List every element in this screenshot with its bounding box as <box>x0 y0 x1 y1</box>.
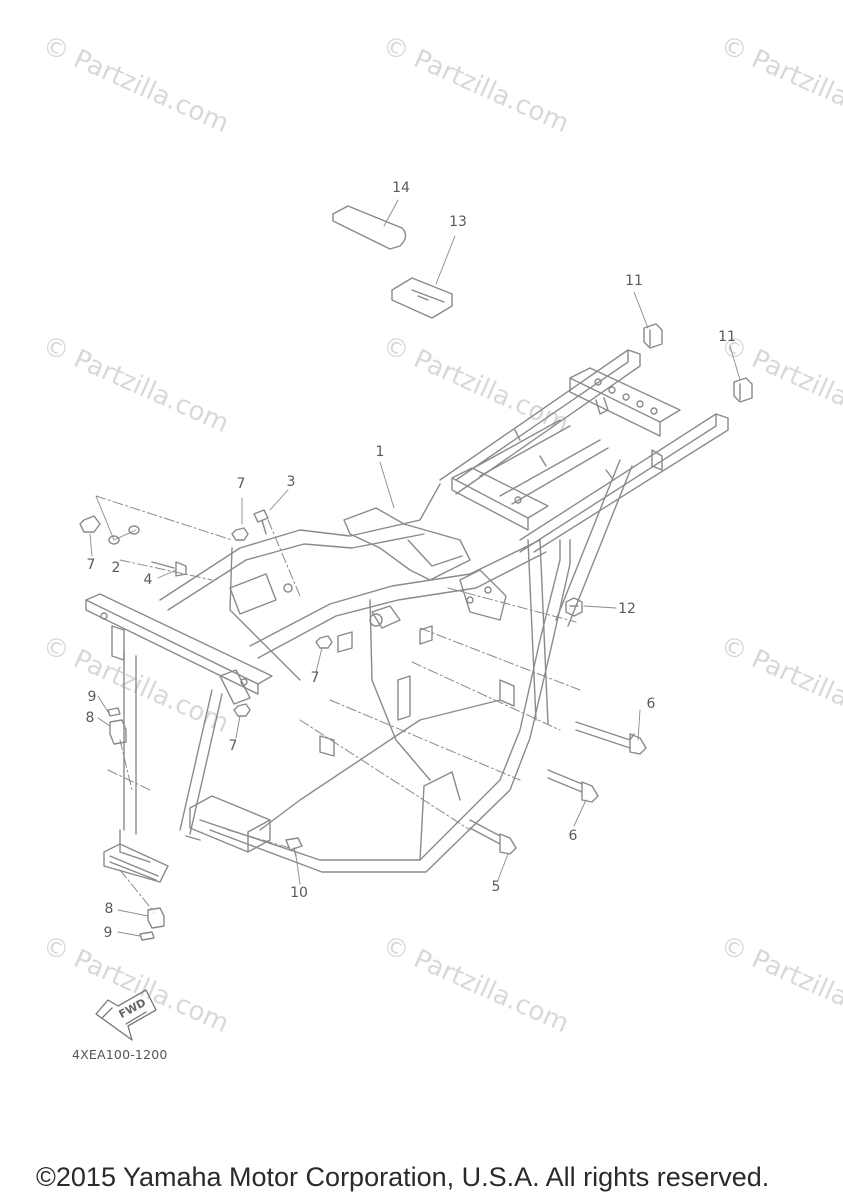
frame-side-loop-left <box>229 547 301 681</box>
part-6-bolt <box>575 721 647 755</box>
callout-6[interactable]: 6 <box>568 828 578 844</box>
frame-top-tube-left <box>159 483 441 601</box>
diagram-code: 4XEA100-1200 <box>72 1047 168 1062</box>
part-2-washer <box>108 535 120 545</box>
part-6-bolt <box>547 769 599 803</box>
frame-rear-rail-left <box>439 349 641 495</box>
part-2-washer <box>128 525 140 535</box>
callout-3[interactable]: 3 <box>286 474 296 490</box>
callout-12[interactable]: 12 <box>618 601 636 617</box>
frame-engine-mount <box>189 795 271 853</box>
part-9-washer <box>107 707 121 717</box>
callout-8[interactable]: 8 <box>104 901 114 917</box>
frame-lower-rail <box>199 539 561 861</box>
frame-rear-crossmember <box>569 367 681 437</box>
frame-rear-upright <box>527 539 549 725</box>
part-10-bolt <box>285 837 303 857</box>
callout-10[interactable]: 10 <box>290 885 308 901</box>
callout-1[interactable]: 1 <box>375 444 385 460</box>
callout-11[interactable]: 11 <box>625 273 643 289</box>
frame-top-tube-right <box>249 539 541 647</box>
callout-9[interactable]: 9 <box>103 925 113 941</box>
part-7-nut <box>233 703 251 717</box>
callout-7[interactable]: 7 <box>86 557 96 573</box>
frame-front-downtube-right <box>179 689 223 835</box>
copyright-notice: ©2015 Yamaha Motor Corporation, U.S.A. A… <box>36 1162 770 1192</box>
frame-seat-bracket <box>343 507 471 581</box>
part-3-bolt <box>253 509 269 535</box>
part-11-cap <box>733 377 753 403</box>
part-7-nut <box>315 635 333 649</box>
part-7-nut <box>79 515 101 533</box>
part-8-damper <box>147 907 165 929</box>
callout-5[interactable]: 5 <box>491 879 501 895</box>
frame-front-crossmember <box>85 593 273 695</box>
part-11-cap <box>643 323 663 349</box>
fwd-arrow-icon <box>95 989 157 1041</box>
callout-13[interactable]: 13 <box>449 214 467 230</box>
callout-4[interactable]: 4 <box>143 572 153 588</box>
callout-2[interactable]: 2 <box>111 560 121 576</box>
callout-7[interactable]: 7 <box>310 670 320 686</box>
part-9-washer <box>139 931 155 941</box>
part-14-plate <box>332 205 407 250</box>
callout-14[interactable]: 14 <box>392 180 410 196</box>
part-4-bolt <box>151 561 187 577</box>
frame-mid-crossmember <box>451 467 549 531</box>
frame-rear-rail-right <box>519 413 729 553</box>
part-8-damper <box>109 719 127 745</box>
part-7-nut <box>231 527 249 541</box>
callout-11[interactable]: 11 <box>718 329 736 345</box>
frame-front-downtube-left <box>123 649 137 835</box>
part-5-bolt <box>469 819 517 855</box>
frame-skid-plate <box>103 843 169 883</box>
callout-9[interactable]: 9 <box>87 689 97 705</box>
callout-7[interactable]: 7 <box>236 476 246 492</box>
part-12-clip <box>565 597 583 617</box>
callout-7[interactable]: 7 <box>228 738 238 754</box>
part-13-bracket <box>391 277 453 319</box>
frame-side-loop-right <box>369 599 431 781</box>
callout-6[interactable]: 6 <box>646 696 656 712</box>
callout-8[interactable]: 8 <box>85 710 95 726</box>
